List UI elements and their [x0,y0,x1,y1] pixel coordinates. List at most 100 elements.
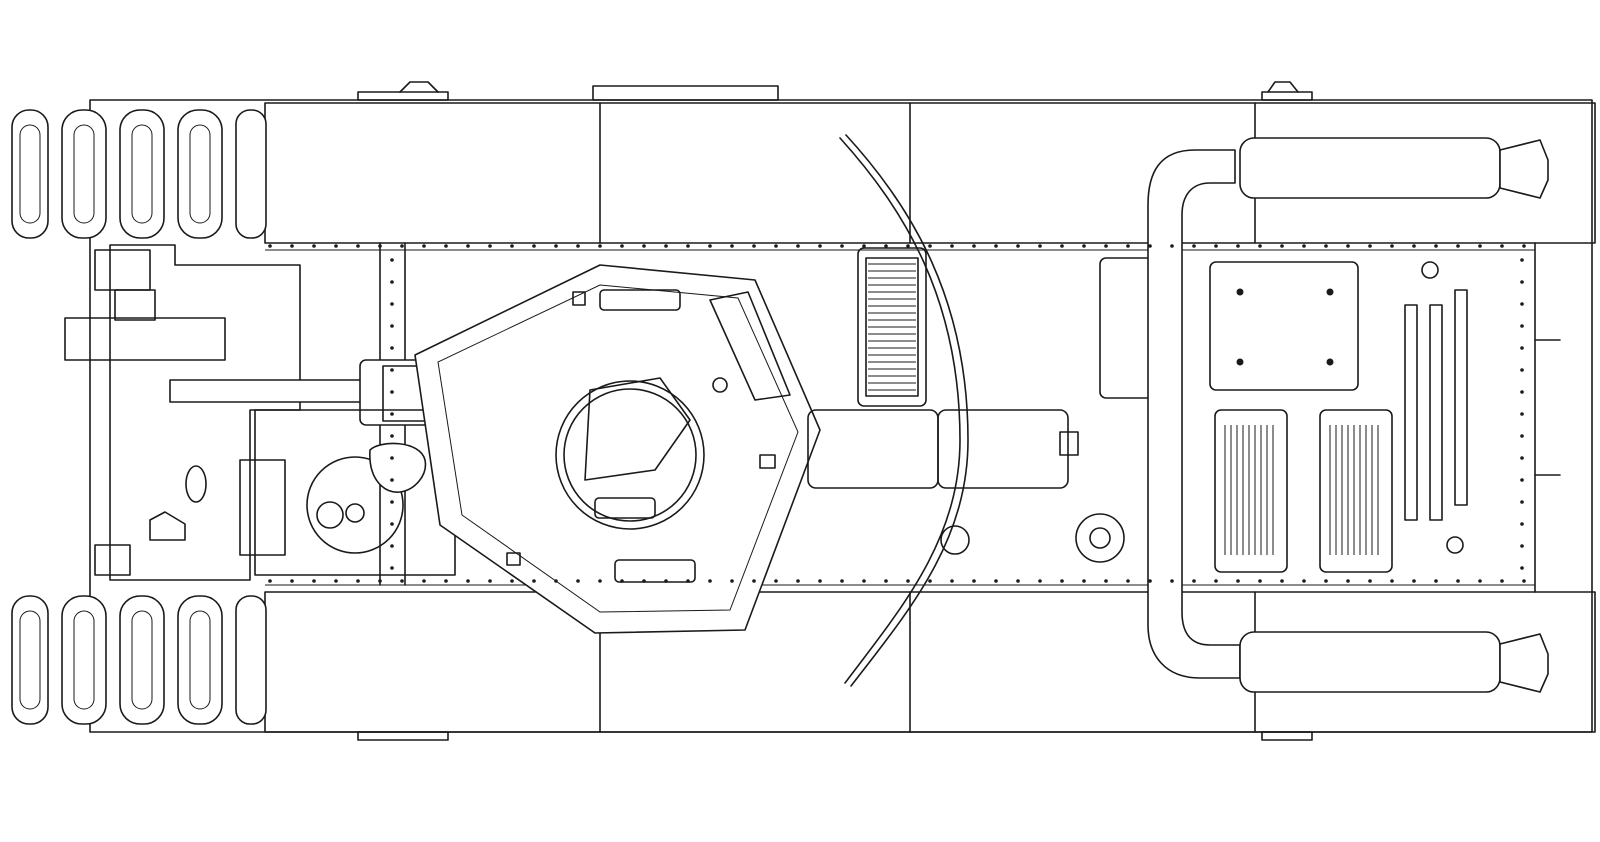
rivet [928,244,932,248]
rivet [510,244,514,248]
rivet [1038,579,1042,583]
front-hull-section [64,242,406,586]
rivet [818,244,822,248]
rivet [752,244,756,248]
rivet [290,579,294,583]
rivet [1126,244,1130,248]
rivet [1016,244,1020,248]
rivet [1500,244,1504,248]
rivet [840,244,844,248]
rear-tow-bars [1404,261,1561,554]
rivet [818,579,822,583]
rivet [598,579,602,583]
rivet [268,579,272,583]
rivet [1170,244,1174,248]
rivet [1104,244,1108,248]
rivet [1192,244,1196,248]
rivet [390,566,394,570]
rivet [1520,346,1524,350]
rivet [1478,244,1482,248]
rivet [390,302,394,306]
rivet [390,346,394,350]
rivet [664,579,668,583]
rivet [620,579,624,583]
rivet [1060,579,1064,583]
rivet [972,579,976,583]
rivet [1148,579,1152,583]
rivet [390,500,394,504]
rivet [1520,390,1524,394]
rivet [1520,258,1524,262]
rivet [576,579,580,583]
rivet [972,244,976,248]
hull-edge-fittings [357,81,1313,741]
rivet [312,244,316,248]
rivet [1520,544,1524,548]
rivet [1104,579,1108,583]
rivet [1302,244,1306,248]
rivet [664,244,668,248]
engine-deck-grille [857,247,927,407]
rivet [1214,244,1218,248]
hull-outline [89,99,1596,733]
rivet [390,478,394,482]
rivet [1434,579,1438,583]
rivet [730,579,734,583]
rivet [1520,566,1524,570]
rivet [1170,579,1174,583]
antenna-rail [839,134,969,687]
rivet [1412,244,1416,248]
rivet [390,368,394,372]
exhaust-system [1147,137,1549,693]
rivet [1192,579,1196,583]
rivet [1390,244,1394,248]
rivet [1478,579,1482,583]
rivet [1520,324,1524,328]
rivet [708,244,712,248]
rivet [1520,368,1524,372]
turret [414,264,821,634]
rivet [466,244,470,248]
rivet [390,258,394,262]
rivet [390,390,394,394]
rivet [906,244,910,248]
rivet [390,522,394,526]
rivet [444,579,448,583]
rivet [1082,579,1086,583]
rivet [334,579,338,583]
rear-radiator-grilles [1214,409,1393,573]
rivet [950,244,954,248]
rivet [356,244,360,248]
rivet [1236,579,1240,583]
rivet [488,579,492,583]
rivet [642,244,646,248]
rivet [1368,244,1372,248]
rivet [840,579,844,583]
rivet [752,579,756,583]
rivet [356,579,360,583]
main-gun [169,359,441,426]
rivet [884,579,888,583]
rivet [1520,412,1524,416]
rivet [642,579,646,583]
rivet [378,579,382,583]
rivet [1522,579,1526,583]
rivet [1280,244,1284,248]
rivet [1434,244,1438,248]
rivet [1016,579,1020,583]
rivet [1148,244,1152,248]
track-links-top [11,109,267,239]
rivet [390,324,394,328]
rivet [390,544,394,548]
rivet [390,434,394,438]
rivet [1520,280,1524,284]
rivet [1324,579,1328,583]
rivet [390,456,394,460]
rivet [444,244,448,248]
rivet [994,579,998,583]
rivet [400,579,404,583]
rivet [488,244,492,248]
rivet [1060,244,1064,248]
rivet [1346,579,1350,583]
